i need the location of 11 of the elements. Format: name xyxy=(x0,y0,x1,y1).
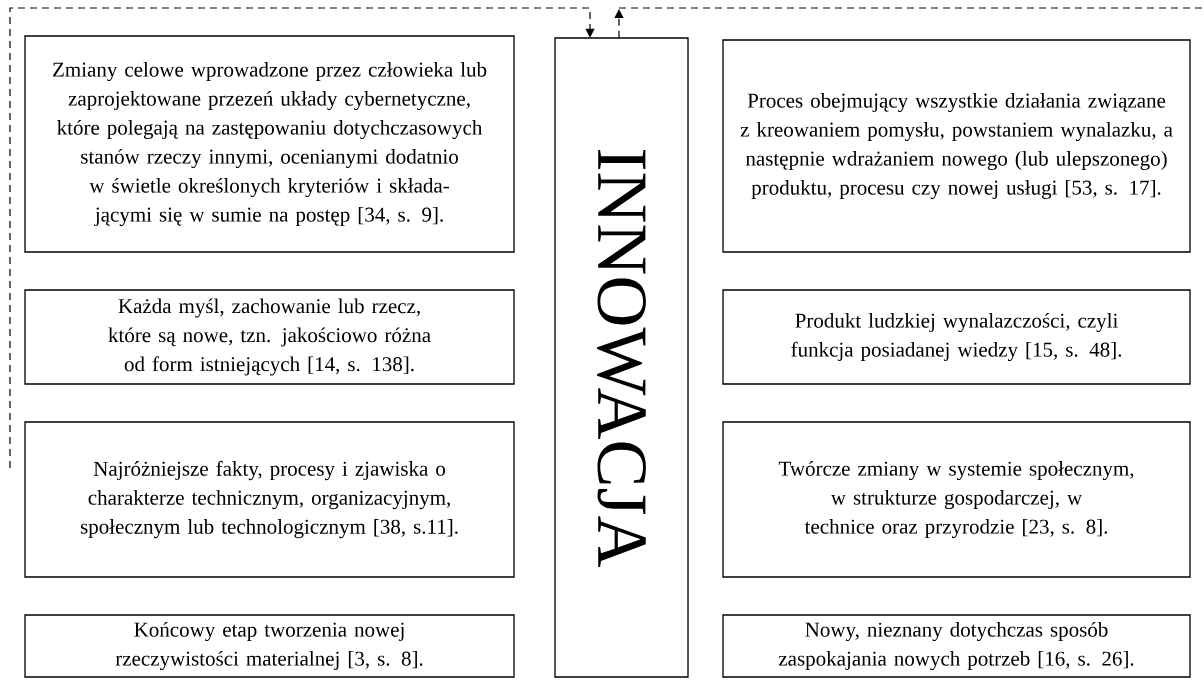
definition-box: Każda myśl, zachowanie lub rzecz, które są nowe, tzn. jakościowo różna od form istniejących [14, s. 138]. xyxy=(24,289,515,385)
definition-box: Nowy, nieznany dotychczas sposób zaspokajania nowych potrzeb [16, s. 26]. xyxy=(722,614,1191,678)
title-box: INNOWACJA xyxy=(554,37,689,678)
definition-box: Zmiany celowe wprowadzone przez człowieka lub zaprojektowane przezeń układy cybernetyczne, które polegają na zastępowaniu dotychczasowych stanów rzeczy innymi, ocenianymi dodatnio w świetle określonych kryteriów i składa-jącymi się w sumie na postęp [34, s. 9]. xyxy=(24,35,515,253)
arrow xyxy=(614,9,624,39)
definition-box: Proces obejmujący wszystkie działania związane z kreowaniem pomysłu, powstaniem wynalazku, a następnie wdrażaniem nowego (lub ulepszonego) produktu, procesu czy nowej usługi [53, s. 17]. xyxy=(722,39,1191,253)
definition-box: Twórcze zmiany w systemie społecznym, w strukturze gospodarczej, w technice oraz przyrodzie [23, s. 8]. xyxy=(722,421,1191,578)
arrow xyxy=(9,7,595,469)
definition-box: Najróżniejsze fakty, procesy i zjawiska o charakterze technicznym, organizacyjnym, społecznym lub technologicznym [38, s.11]. xyxy=(24,421,515,578)
definition-box: Produkt ludzkiej wynalazczości, czyli funkcja posiadanej wiedzy [15, s. 48]. xyxy=(722,289,1191,385)
definition-box: Końcowy etap tworzenia nowej rzeczywistości materialnej [3, s. 8]. xyxy=(24,614,515,678)
